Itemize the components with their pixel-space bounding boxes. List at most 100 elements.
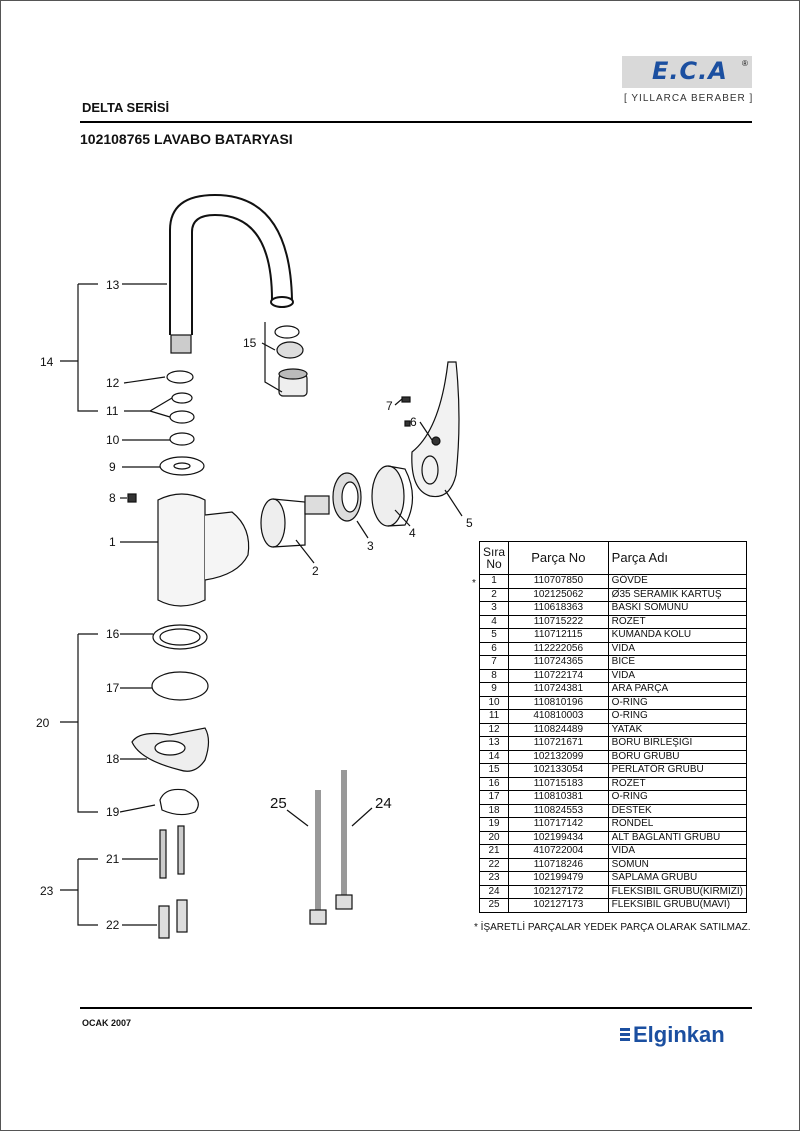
elginkan-wordmark: Elginkan: [633, 1022, 725, 1047]
callout-14: 14: [40, 355, 54, 369]
logo-box: E.C.A ®: [622, 56, 752, 88]
callout-11: 11: [106, 404, 119, 418]
cell-sira: 1: [478, 574, 510, 589]
callout-20: 20: [36, 716, 50, 730]
cell-sira: 5: [478, 628, 510, 643]
callout-6: 6: [410, 415, 417, 429]
col-header-sira-no: No: [486, 557, 502, 571]
cell-sira: 11: [478, 709, 510, 724]
cell-parca-adi: YATAK: [607, 722, 748, 737]
eca-logo: E.C.A ® [ YILLARCA BERABER ]: [622, 56, 752, 106]
cell-sira: 9: [478, 682, 510, 697]
cell-sira: 23: [478, 871, 510, 886]
cell-parca-no: 102127173: [508, 898, 609, 913]
callout-3: 3: [367, 539, 374, 553]
series-name: DELTA SERİSİ: [82, 100, 170, 115]
cell-parca-adi: GÖVDE: [607, 574, 748, 589]
cell-sira: 25: [478, 898, 510, 913]
cell-parca-adi: PERLATÖR GRUBU: [607, 763, 748, 778]
callout-4: 4: [409, 526, 416, 540]
callout-7: 7: [386, 399, 393, 413]
body-1: [157, 493, 206, 607]
callout-19: 19: [106, 805, 120, 819]
cell-parca-adi: O-RİNG: [607, 695, 748, 710]
logo-tagline: [ YILLARCA BERABER ]: [624, 93, 754, 104]
cell-parca-no: 110724365: [508, 655, 609, 670]
col-header-sira: Sıra No: [478, 541, 510, 575]
cell-parca-no: 110824553: [508, 803, 609, 818]
cell-parca-adi: BORU BİRLEŞİĞİ: [607, 736, 748, 751]
spout-pipe-inner: [191, 213, 273, 335]
callout-24: 24: [375, 795, 392, 812]
cell-parca-adi: FLEKSİBIL GRUBU(MAVİ): [607, 898, 748, 913]
cell-parca-no: 102125062: [508, 587, 609, 602]
cell-sira: 7: [478, 655, 510, 670]
cell-parca-adi: VİDA: [607, 844, 748, 859]
cell-parca-adi: VİDA: [607, 641, 748, 656]
cell-parca-adi: BASKI SOMUNU: [607, 601, 748, 616]
cell-parca-no: 110824489: [508, 722, 609, 737]
cell-parca-adi: ROZET: [607, 776, 748, 791]
callout-12: 12: [106, 376, 120, 390]
cell-parca-no: 102132099: [508, 749, 609, 764]
cell-parca-adi: RONDEL: [607, 817, 748, 832]
cell-parca-no: 112222056: [508, 641, 609, 656]
col-header-parca-no: Parça No: [508, 541, 609, 575]
cell-parca-no: 102127172: [508, 884, 609, 899]
cell-parca-no: 110715183: [508, 776, 609, 791]
callout-10: 10: [106, 433, 120, 447]
cell-parca-no: 102133054: [508, 763, 609, 778]
cell-sira: 13: [478, 736, 510, 751]
cell-sira: 24: [478, 884, 510, 899]
cell-sira: 15: [478, 763, 510, 778]
callout-16: 16: [106, 627, 120, 641]
cell-parca-adi: ALT BAĞLANTI GRUBU: [607, 830, 748, 845]
cell-parca-adi: BORU GRUBU: [607, 749, 748, 764]
callout-8: 8: [109, 491, 116, 505]
callout-1: 1: [109, 535, 116, 549]
callout-9: 9: [109, 460, 116, 474]
callout-23: 23: [40, 884, 54, 898]
spare-parts-note: * İŞARETLİ PARÇALAR YEDEK PARÇA OLARAK S…: [474, 922, 751, 933]
cell-sira: 19: [478, 817, 510, 832]
cell-parca-adi: VİDA: [607, 668, 748, 683]
cell-parca-adi: Ø35 SERAMİK KARTUŞ: [607, 587, 748, 602]
cell-sira: 3: [478, 601, 510, 616]
callout-21: 21: [106, 852, 120, 866]
oring-11b: [169, 410, 195, 424]
cartridge-2: [260, 498, 286, 548]
cell-parca-no: 102199434: [508, 830, 609, 845]
footer-divider: [80, 1007, 752, 1009]
cell-sira: 20: [478, 830, 510, 845]
oring-17: [151, 671, 209, 701]
cell-parca-no: 110721671: [508, 736, 609, 751]
cell-parca-adi: O-RİNG: [607, 790, 748, 805]
cell-parca-no: 110810196: [508, 695, 609, 710]
callout-13: 13: [106, 278, 120, 292]
rosette-4: [371, 465, 405, 527]
cell-sira: 22: [478, 857, 510, 872]
document-date: OCAK 2007: [82, 1018, 132, 1028]
cell-parca-adi: BİCE: [607, 655, 748, 670]
cell-sira: 10: [478, 695, 510, 710]
document-title: 102108765 LAVABO BATARYASI: [80, 131, 293, 147]
cell-parca-no: 110618363: [508, 601, 609, 616]
cell-parca-no: 110717142: [508, 817, 609, 832]
cell-parca-no: 110712115: [508, 628, 609, 643]
cell-parca-adi: SAPLAMA GRUBU: [607, 871, 748, 886]
